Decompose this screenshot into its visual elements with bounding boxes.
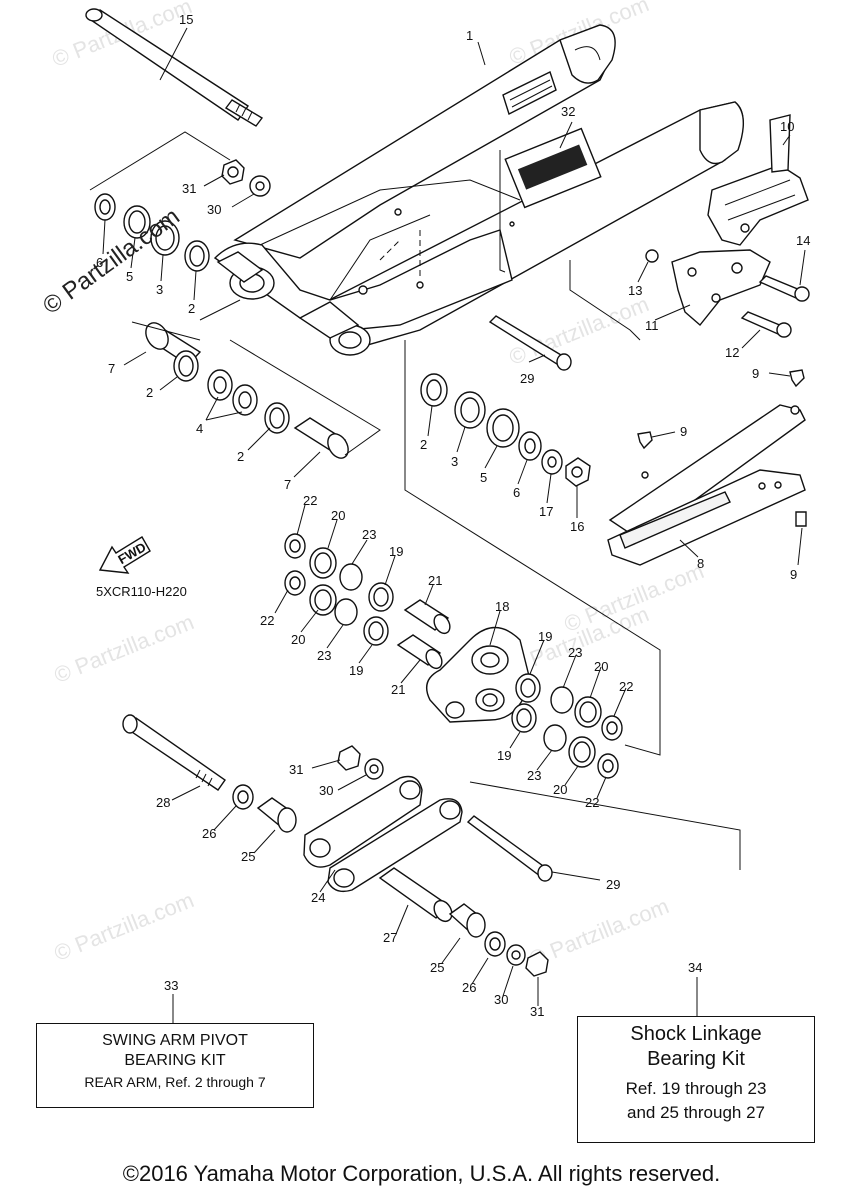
callout-31: 31 — [182, 181, 196, 196]
callout-24: 24 — [311, 890, 325, 905]
callout-20: 20 — [553, 782, 567, 797]
callout-16: 16 — [570, 519, 584, 534]
kit-ref-line2: and 25 through 27 — [626, 1103, 765, 1122]
callout-10: 10 — [780, 119, 794, 134]
callout-22: 22 — [260, 613, 274, 628]
callout-34: 34 — [688, 960, 703, 975]
swing-arm-bearing-kit-box: SWING ARM PIVOT BEARING KIT REAR ARM, Re… — [36, 1023, 314, 1108]
pivot-shaft — [85, 8, 264, 127]
callout-29: 29 — [606, 877, 620, 892]
callout-23: 23 — [527, 768, 541, 783]
bolt-upper — [488, 315, 572, 371]
callout-30: 30 — [319, 783, 333, 798]
callout-20: 20 — [594, 659, 608, 674]
callout-23: 23 — [317, 648, 331, 663]
callout-29: 29 — [520, 371, 534, 386]
callout-31: 31 — [530, 1004, 544, 1019]
callout-1: 1 — [466, 28, 473, 43]
chain-slider — [607, 369, 807, 566]
copyright-notice: ©2016 Yamaha Motor Corporation, U.S.A. A… — [122, 1161, 721, 1186]
callout-23: 23 — [362, 527, 376, 542]
callout-numbers: 1 15 6 5 3 2 31 30 7 2 4 2 7 2 3 5 6 17 … — [96, 12, 810, 1019]
callout-2: 2 — [420, 437, 427, 452]
kit-title-line2: Bearing Kit — [647, 1048, 745, 1070]
swing-arm — [213, 24, 744, 356]
chain-guide — [645, 114, 810, 338]
callout-28: 28 — [156, 795, 170, 810]
callout-9: 9 — [790, 567, 797, 582]
callout-26: 26 — [462, 980, 476, 995]
callout-19: 19 — [389, 544, 403, 559]
diagram-code: 5XCR110-H220 — [96, 584, 187, 599]
pivot-parts-right — [420, 373, 591, 487]
callout-19: 19 — [538, 629, 552, 644]
callout-2: 2 — [188, 301, 195, 316]
callout-30: 30 — [207, 202, 221, 217]
callout-12: 12 — [725, 345, 739, 360]
guide-lines — [89, 131, 741, 870]
pivot-parts-lower-left — [145, 322, 349, 459]
callout-14: 14 — [796, 233, 810, 248]
callout-5: 5 — [480, 470, 487, 485]
callout-25: 25 — [430, 960, 444, 975]
callout-19: 19 — [497, 748, 511, 763]
callout-20: 20 — [331, 508, 345, 523]
callout-17: 17 — [539, 504, 553, 519]
pivot-parts-left — [94, 159, 271, 272]
callout-22: 22 — [585, 795, 599, 810]
callout-2: 2 — [237, 449, 244, 464]
callout-7: 7 — [108, 361, 115, 376]
callout-21: 21 — [391, 682, 405, 697]
connecting-rod-assembly — [122, 714, 553, 977]
fwd-arrow: FWD — [98, 536, 151, 574]
callout-3: 3 — [451, 454, 458, 469]
callout-11: 11 — [645, 318, 659, 333]
callout-23: 23 — [568, 645, 582, 660]
callout-15: 15 — [179, 12, 193, 27]
relay-arm — [426, 626, 531, 723]
kit-ref-line1: Ref. 19 through 23 — [625, 1079, 767, 1098]
callout-25: 25 — [241, 849, 255, 864]
callout-27: 27 — [383, 930, 397, 945]
callout-4: 4 — [196, 421, 203, 436]
linkage-bearings — [284, 533, 623, 779]
callout-19: 19 — [349, 663, 363, 678]
callout-13: 13 — [628, 283, 642, 298]
callout-18: 18 — [495, 599, 509, 614]
callout-30: 30 — [494, 992, 508, 1007]
kit-title-line1: Shock Linkage — [630, 1023, 762, 1045]
callout-6: 6 — [96, 255, 103, 270]
kit-title-line1: SWING ARM PIVOT — [102, 1032, 248, 1049]
callout-5: 5 — [126, 269, 133, 284]
callout-22: 22 — [303, 493, 317, 508]
kit-ref-line: REAR ARM, Ref. 2 through 7 — [84, 1074, 266, 1090]
shock-linkage-bearing-kit-box: Shock Linkage Bearing Kit Ref. 19 throug… — [577, 1016, 815, 1143]
callout-9: 9 — [752, 366, 759, 381]
callout-8: 8 — [697, 556, 704, 571]
callout-3: 3 — [156, 282, 163, 297]
callout-6: 6 — [513, 485, 520, 500]
leader-lines — [102, 27, 806, 1023]
callout-26: 26 — [202, 826, 216, 841]
callout-7: 7 — [284, 477, 291, 492]
callout-22: 22 — [619, 679, 633, 694]
callout-31: 31 — [289, 762, 303, 777]
callout-33: 33 — [164, 978, 179, 993]
callout-32: 32 — [561, 104, 575, 119]
callout-20: 20 — [291, 632, 305, 647]
callout-21: 21 — [428, 573, 442, 588]
callout-2: 2 — [146, 385, 153, 400]
callout-9: 9 — [680, 424, 687, 439]
kit-title-line2: BEARING KIT — [124, 1052, 226, 1069]
